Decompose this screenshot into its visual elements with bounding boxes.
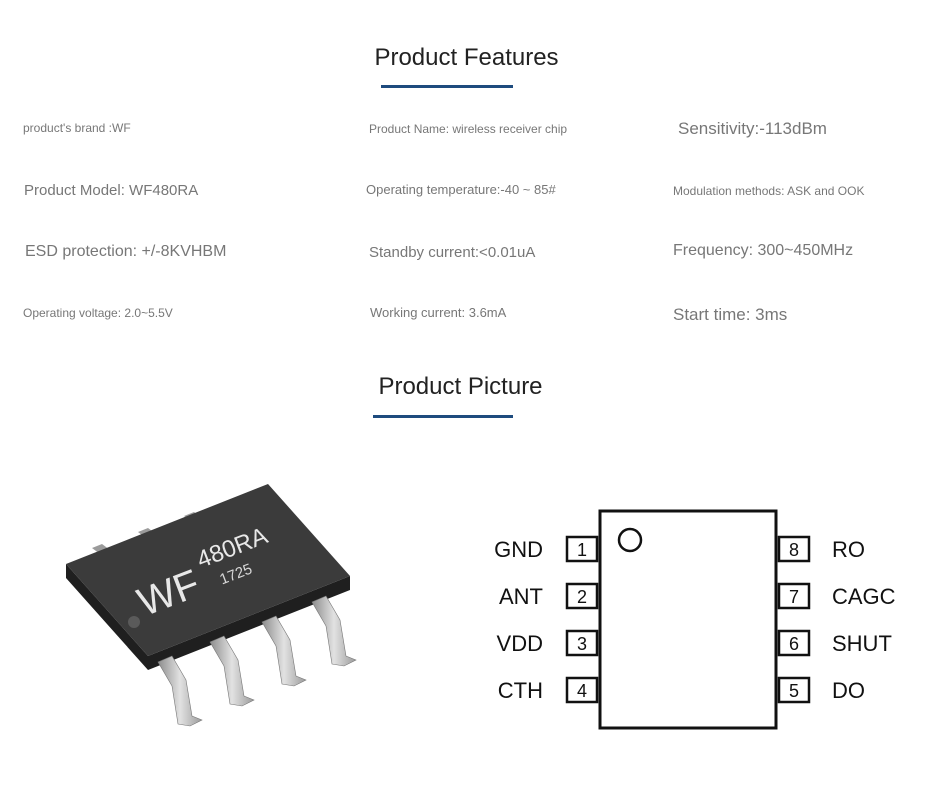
ic-pin1-marker bbox=[617, 527, 643, 553]
pin-name-ro: RO bbox=[832, 537, 865, 562]
pin-box-6 bbox=[777, 629, 811, 657]
feature-working-current: Working current: 3.6mA bbox=[370, 305, 507, 320]
feature-sensitivity: Sensitivity:-113dBm bbox=[678, 119, 827, 138]
chip-photo: WF 480RA 1725 bbox=[66, 484, 357, 727]
pin-box-7 bbox=[777, 582, 811, 610]
feature-voltage: Operating voltage: 2.0~5.5V bbox=[23, 306, 173, 320]
chip-bottom-pins bbox=[157, 595, 357, 727]
feature-temperature: Operating temperature:-40 ~ 85# bbox=[366, 182, 556, 197]
feature-esd: ESD protection: +/-8KVHBM bbox=[25, 243, 227, 260]
pin-name-do: DO bbox=[832, 678, 865, 703]
pin-name-ant: ANT bbox=[499, 584, 543, 609]
features-title: Product Features bbox=[374, 44, 559, 71]
pin-num-8: 8 bbox=[789, 540, 799, 560]
pin-num-1: 1 bbox=[577, 540, 587, 560]
pin-name-cagc: CAGC bbox=[832, 584, 896, 609]
pin-num-2: 2 bbox=[577, 587, 587, 607]
pin-box-4 bbox=[565, 676, 599, 704]
feature-product-name: Product Name: wireless receiver chip bbox=[369, 122, 568, 136]
feature-frequency: Frequency: 300~450MHz bbox=[673, 242, 854, 259]
pin-box-1 bbox=[565, 535, 599, 563]
pin-box-8 bbox=[777, 535, 811, 563]
pin-name-cth: CTH bbox=[498, 678, 543, 703]
picture-title-underline bbox=[373, 415, 513, 418]
feature-brand: product's brand :WF bbox=[23, 121, 131, 135]
pin-num-3: 3 bbox=[577, 634, 587, 654]
pin1-dot bbox=[128, 616, 140, 628]
chip-body-top bbox=[66, 484, 350, 656]
pin-num-5: 5 bbox=[789, 681, 799, 701]
picture-title: Product Picture bbox=[378, 373, 543, 400]
pin-num-4: 4 bbox=[577, 681, 587, 701]
feature-start-time: Start time: 3ms bbox=[673, 305, 788, 324]
pin-num-7: 7 bbox=[789, 587, 799, 607]
feature-modulation: Modulation methods: ASK and OOK bbox=[673, 184, 865, 198]
feature-model: Product Model: WF480RA bbox=[24, 182, 199, 199]
pin-box-2 bbox=[565, 582, 599, 610]
pin-box-5 bbox=[777, 676, 811, 704]
features-title-underline bbox=[381, 85, 513, 88]
pin-box-3 bbox=[565, 629, 599, 657]
pinout-diagram: 1 2 3 4 8 7 6 5 GND ANT VDD CTH RO CAGC … bbox=[494, 509, 896, 730]
pin-name-vdd: VDD bbox=[497, 631, 543, 656]
pin-name-shut: SHUT bbox=[832, 631, 892, 656]
pin-num-6: 6 bbox=[789, 634, 799, 654]
pin-name-gnd: GND bbox=[494, 537, 543, 562]
feature-standby-current: Standby current:<0.01uA bbox=[369, 244, 536, 261]
